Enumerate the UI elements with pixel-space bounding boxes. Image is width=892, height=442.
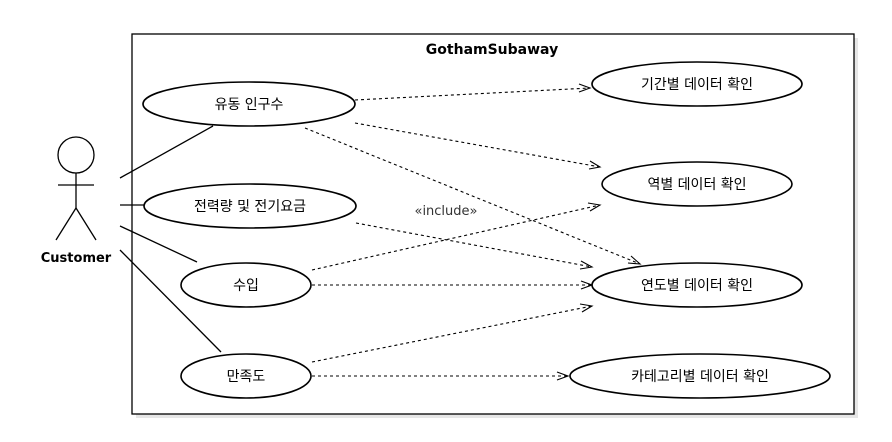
- include-power-to-year: [355, 222, 594, 270]
- include-satisfaction-to-year: [311, 303, 594, 363]
- use-case-label: 수입: [233, 278, 259, 294]
- use-case-label: 유동 인구수: [215, 97, 284, 113]
- use-case-by-year[interactable]: 연도별 데이터 확인: [591, 262, 803, 308]
- use-case-label: 카테고리별 데이터 확인: [631, 369, 769, 385]
- use-case-label: 기간별 데이터 확인: [641, 77, 753, 93]
- include-floating-to-station: [354, 122, 602, 170]
- include-floating-to-year: [304, 127, 642, 265]
- actor-right-leg: [75, 207, 97, 241]
- association-revenue: [119, 225, 198, 263]
- actor-left-leg: [55, 207, 77, 241]
- actor-head: [57, 136, 95, 174]
- actor-name: Customer: [41, 251, 112, 266]
- use-case-satisfaction[interactable]: 만족도: [180, 353, 312, 399]
- include-stereotype-label: «include»: [414, 204, 477, 219]
- association-floating-population: [119, 125, 214, 179]
- association-satisfaction: [119, 249, 222, 353]
- use-case-label: 전력량 및 전기요금: [194, 199, 306, 215]
- use-case-by-category[interactable]: 카테고리별 데이터 확인: [569, 353, 831, 399]
- use-case-revenue[interactable]: 수입: [180, 262, 312, 308]
- use-case-label: 연도별 데이터 확인: [641, 278, 753, 294]
- include-revenue-to-station: [311, 202, 602, 271]
- actor-customer[interactable]: Customer: [41, 136, 112, 266]
- use-case-floating-population[interactable]: 유동 인구수: [142, 81, 356, 127]
- use-case-by-station[interactable]: 역별 데이터 확인: [601, 161, 793, 207]
- include-satisfaction-to-category: [312, 371, 570, 381]
- use-case-label: 역별 데이터 확인: [647, 177, 746, 193]
- system-title: GothamSubaway: [426, 42, 558, 58]
- include-floating-to-period: [354, 83, 592, 101]
- use-case-by-period[interactable]: 기간별 데이터 확인: [591, 61, 803, 107]
- use-case-label: 만족도: [227, 369, 266, 385]
- use-case-power-usage[interactable]: 전력량 및 전기요금: [143, 183, 357, 229]
